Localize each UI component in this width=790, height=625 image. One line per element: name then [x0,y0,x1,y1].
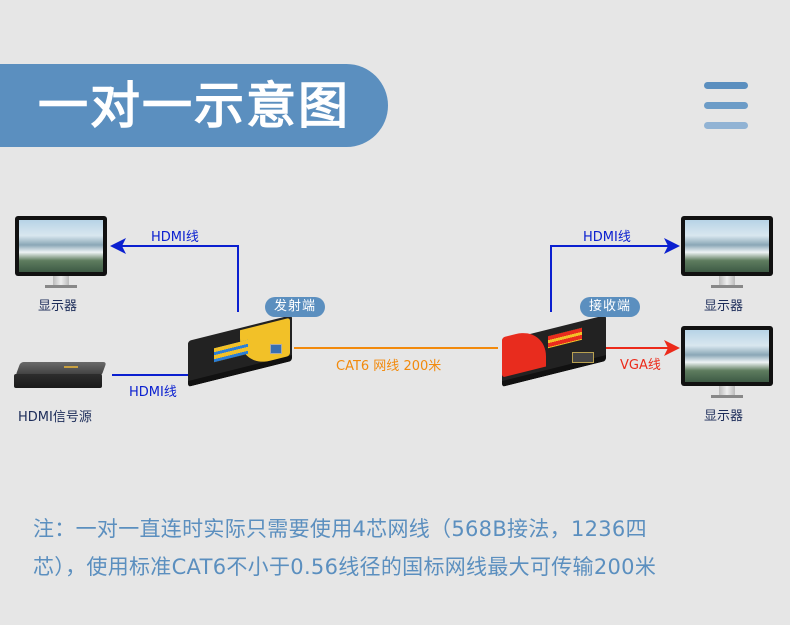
hamburger-menu-icon[interactable] [704,82,748,130]
left-monitor-label: 显示器 [38,299,78,314]
transmitter-device [188,315,294,387]
landscape-image [685,220,769,272]
left-monitor [15,216,109,296]
vga-port-icon [572,352,594,363]
right-bottom-monitor-label: 显示器 [704,409,744,424]
wire-label-cat6: CAT6 网线 200米 [336,359,442,374]
monitor-screen [15,216,107,276]
right-top-monitor-label: 显示器 [704,299,744,314]
rx-badge: 接收端 [580,297,641,317]
wire-label-tx-hdmi: HDMI线 [151,230,199,245]
landscape-image [19,220,103,272]
receiver-device [502,315,608,387]
footnote-line-1: 注：一对一直连时实际只需要使用4芯网线（568B接法，1236四 [33,517,647,541]
wire-tx-to-left-monitor [110,238,239,312]
right-top-monitor [681,216,775,296]
right-bottom-monitor [681,326,775,406]
landscape-image [685,330,769,382]
wire-label-source-hdmi: HDMI线 [129,385,177,400]
wire-rx-to-right-monitor-hdmi [550,238,680,312]
footnote: 注：一对一直连时实际只需要使用4芯网线（568B接法，1236四 芯），使用标准… [33,510,763,586]
page-title: 一对一示意图 [38,77,350,135]
wire-label-rx-hdmi: HDMI线 [583,230,631,245]
wire-label-rx-vga: VGA线 [620,358,661,373]
hdmi-source-device [14,362,107,390]
rj45-port-icon [270,344,282,354]
tx-badge: 发射端 [265,297,326,317]
source-label: HDMI信号源 [18,410,92,425]
footnote-line-2: 芯），使用标准CAT6不小于0.56线径的国标网线最大可传输200米 [33,555,657,579]
title-banner [0,64,388,147]
